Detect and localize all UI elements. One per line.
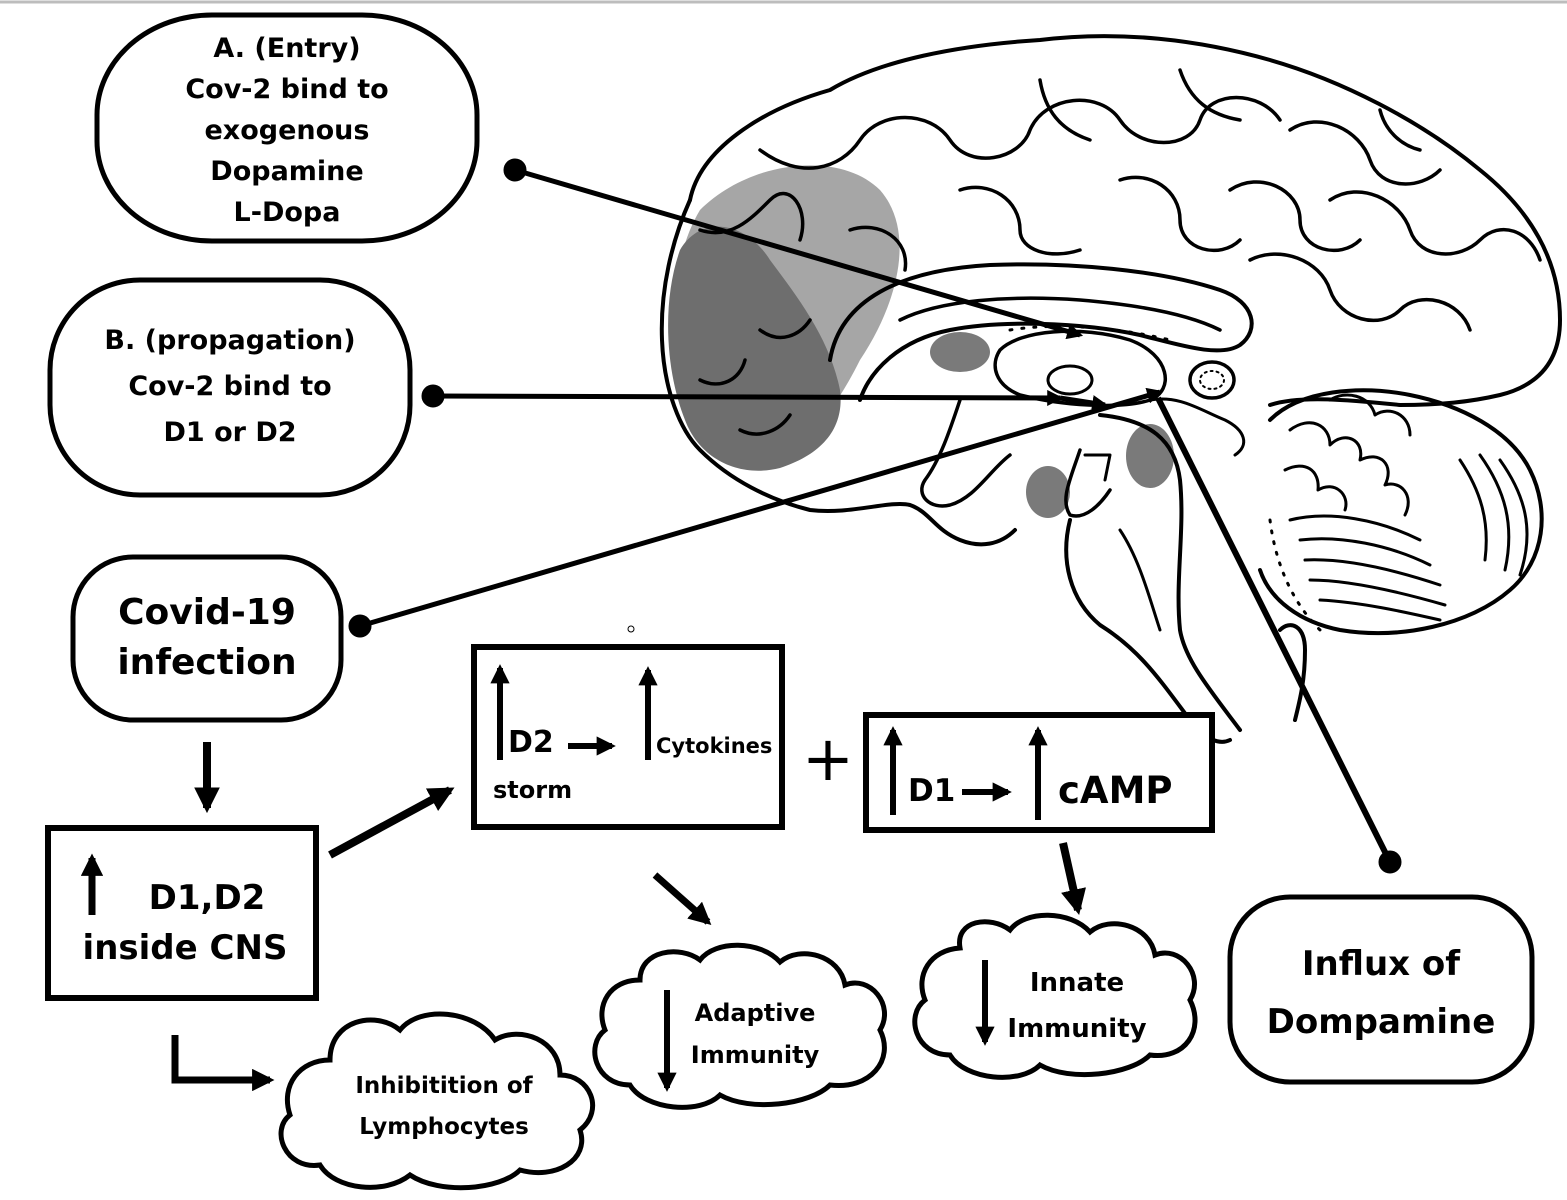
d1d2-label: D1,D2 inside CNS [82,878,288,968]
cytokines-label: Cytokines [656,734,773,758]
adaptive-label: Adaptive Immunity [690,999,820,1069]
storm-d2-label: D2 [508,725,554,760]
node-storm-box [471,644,785,830]
pointer-lines [348,158,1402,874]
node-covid [70,554,344,723]
propagation-label: B. (propagation) Cov-2 bind to D1 or D2 [104,325,356,448]
influx-label: Influx of Dompamine [1266,944,1496,1042]
cloud-lymphocytes-icon [278,1011,596,1191]
covid-label: Covid-19 infection [117,592,297,683]
entry-label: A. (Entry) Cov-2 bind to exogenous Dopam… [185,33,389,228]
prefrontal-dark-shade [668,226,841,471]
brain-illustration-icon [659,34,1562,744]
storm-label: storm [493,776,573,804]
arrow-storm-to-adaptive [652,872,712,925]
plus-sign: + [802,722,854,795]
node-entry [94,12,480,244]
camp-label: cAMP [1058,769,1173,812]
node-propagation [47,277,413,498]
arrow-d1d2-to-storm [328,786,455,859]
lymphocytes-label: Inhibitition of Lymphocytes [355,1073,533,1140]
flow-arrows [80,664,1087,1092]
camp-d1-label: D1 [908,773,956,809]
node-influx [1227,894,1535,1085]
arrow-camp-to-innate [1059,842,1087,915]
arrow-d1d2-to-lymphocytes [171,1035,275,1092]
innate-label: Innate Immunity [1007,968,1147,1044]
